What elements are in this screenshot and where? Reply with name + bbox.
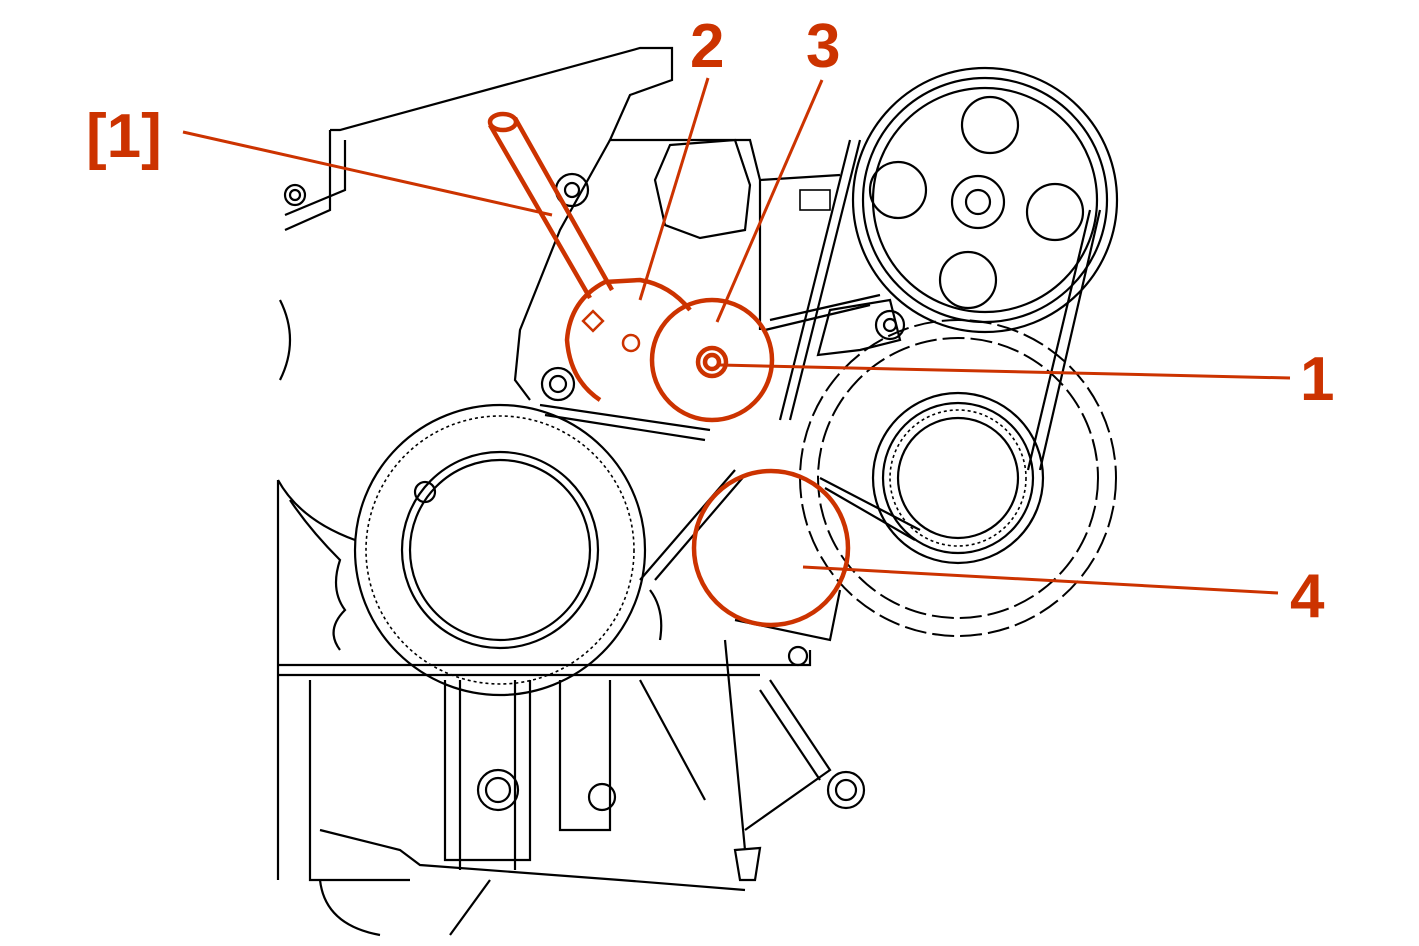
callout-bolt-label: 1 bbox=[1300, 345, 1334, 414]
callout-tensioner-label: 2 bbox=[690, 12, 724, 81]
leader-lines bbox=[182, 77, 1291, 595]
engine-block-outline bbox=[276, 46, 902, 937]
drive-belt bbox=[539, 139, 1102, 581]
callout-lower-pulley-label: 4 bbox=[1290, 562, 1325, 631]
water-pump-pulley bbox=[851, 66, 1119, 334]
idler-pulley-3 bbox=[649, 297, 775, 423]
callout-idler-pulley-label: 3 bbox=[806, 12, 840, 81]
callout-tool-label: [1] bbox=[86, 102, 162, 171]
bolts bbox=[283, 172, 906, 812]
crankshaft-pulley bbox=[353, 403, 647, 697]
tensioner-2 bbox=[564, 277, 692, 402]
lower-pulley-4 bbox=[691, 468, 851, 628]
camshaft-boss bbox=[653, 138, 752, 240]
